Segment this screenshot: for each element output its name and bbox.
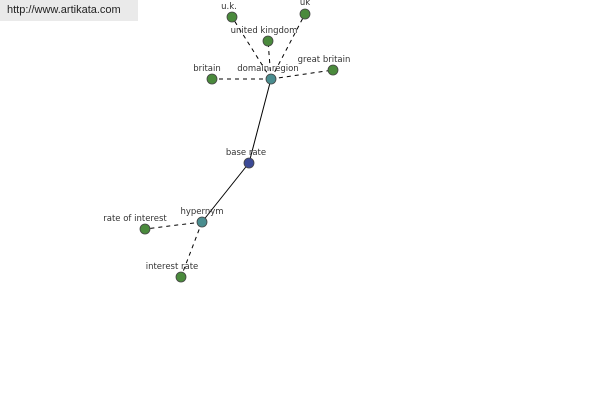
node-uk[interactable] xyxy=(299,8,311,20)
label-uk[interactable]: uk xyxy=(300,0,310,8)
label-uk-dots[interactable]: u.k. xyxy=(221,2,237,12)
label-great-britain[interactable]: great britain xyxy=(298,55,351,65)
node-interest-rate[interactable] xyxy=(175,271,187,283)
label-britain[interactable]: britain xyxy=(193,64,221,74)
nodes-layer xyxy=(139,8,339,283)
node-rate-of-interest[interactable] xyxy=(139,223,151,235)
node-domain-region[interactable] xyxy=(265,73,277,85)
label-hypernym[interactable]: hypernym xyxy=(180,207,223,217)
label-domain-region[interactable]: domain region xyxy=(237,64,298,74)
node-united-kingdom[interactable] xyxy=(262,35,274,47)
label-interest-rate[interactable]: interest rate xyxy=(146,262,199,272)
node-britain[interactable] xyxy=(206,73,218,85)
edge-domain-region-to-great-britain xyxy=(270,69,334,80)
node-base-rate[interactable] xyxy=(243,157,255,169)
label-rate-of-interest[interactable]: rate of interest xyxy=(103,214,167,224)
labels-layer: base rate domain region hypernym u.k. uk unit… xyxy=(103,0,350,272)
edges-layer xyxy=(144,13,334,278)
edge-hypernym-to-interest-rate xyxy=(180,221,203,278)
url-banner: http://www.artikata.com xyxy=(0,0,138,21)
label-base-rate[interactable]: base rate xyxy=(226,148,266,158)
url-link[interactable]: http://www.artikata.com xyxy=(7,4,121,16)
node-uk-dots[interactable] xyxy=(226,11,238,23)
edge-base-rate-to-hypernym xyxy=(201,162,250,223)
edge-hypernym-to-rate-of-interest xyxy=(144,221,203,230)
edge-domain-region-to-united-kingdom xyxy=(267,40,272,80)
edge-base-rate-to-domain-region xyxy=(248,78,272,164)
node-hypernym[interactable] xyxy=(196,216,208,228)
node-great-britain[interactable] xyxy=(327,64,339,76)
label-united-kingdom[interactable]: united kingdom xyxy=(231,26,298,36)
